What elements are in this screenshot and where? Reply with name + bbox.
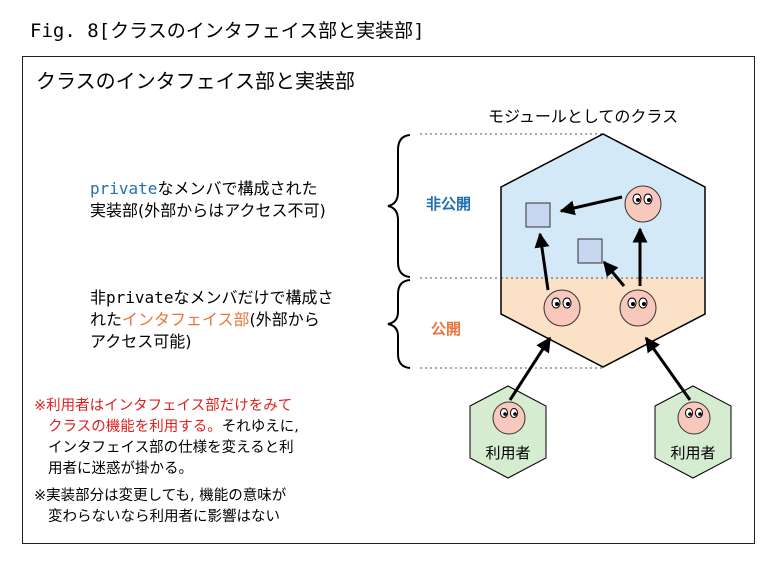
arrow-user-to-interface [644,336,692,401]
private-data-box [577,238,603,264]
note1-line1: ※利用者はインタフェイス部だけをみて [34,398,293,414]
public-description-line2: れたインタフェイス部(外部から [90,310,320,329]
public-member-face [543,289,581,327]
note1-line2: クラスの機能を利用する。それゆえに, [48,419,299,435]
frame-title: クラスのインタフェイス部と実装部 [36,69,355,93]
user-label: 利用者 [670,444,715,462]
private-keyword: private [106,288,174,307]
arrow-private-to-box [559,195,623,216]
user-face [492,401,526,435]
user-face [677,401,711,435]
figure-frame [22,56,755,544]
public-brace [387,279,411,369]
arrow-user-to-interface [508,336,552,401]
module-title: モジュールとしてのクラス [488,107,679,126]
arrow-public-to-box [602,260,626,287]
private-description-line1: privateなメンバで構成された [90,179,318,198]
module-hexagon [500,133,706,368]
private-data-box [525,202,551,228]
note1-line4: 用者に迷惑が掛かる。 [48,461,193,477]
label-private: 非公開 [426,195,472,213]
public-member-face [619,289,657,327]
private-keyword: private [90,179,158,198]
note2-line2: 変わらないなら利用者に影響はない [48,509,280,525]
interface-highlight: インタフェイス部 [122,310,250,329]
private-region [501,134,705,278]
public-description-line3: アクセス可能) [90,332,192,351]
figure-caption: Fig. 8[クラスのインタフェイス部と実装部] [30,20,425,42]
public-description-line1: 非privateなメンバだけで構成さ [90,288,334,307]
private-brace [387,134,411,278]
arrow-public-to-box [534,232,550,291]
public-region [501,278,705,367]
label-public: 公開 [431,320,462,338]
note1-line3: インタフェイス部の仕様を変えると利 [48,440,294,456]
note2-line1: ※実装部分は変更しても, 機能の意味が [34,488,287,504]
private-description-line2: 実装部(外部からはアクセス不可) [90,201,326,220]
private-member-face [624,185,662,223]
user-label: 利用者 [485,444,530,462]
